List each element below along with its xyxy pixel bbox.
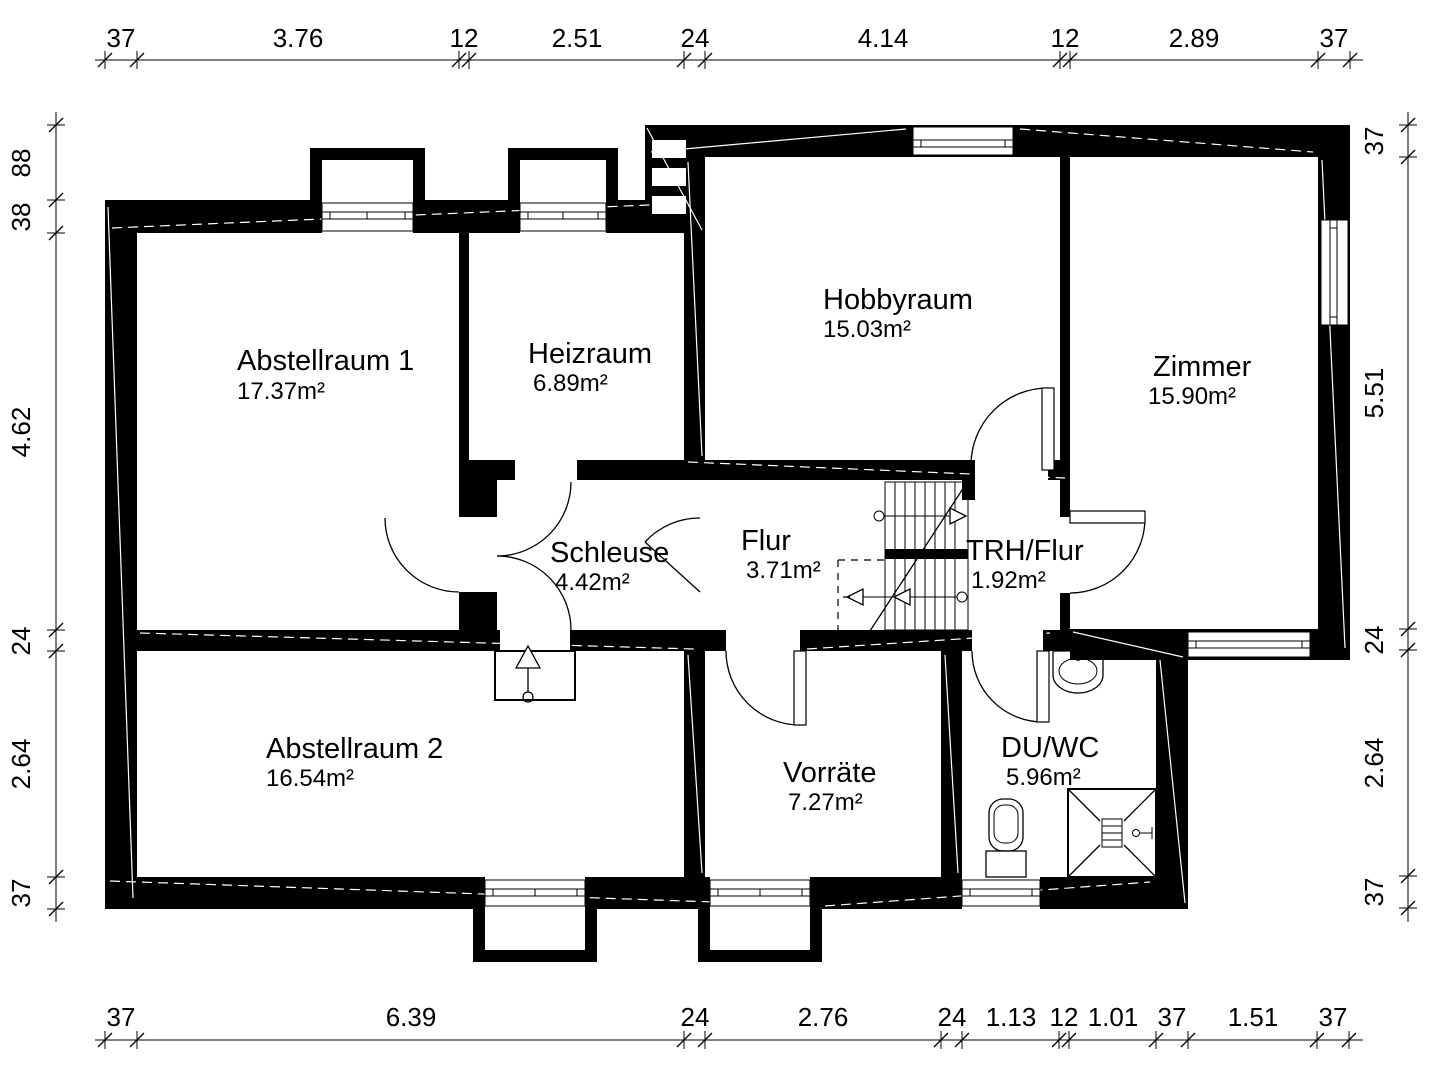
door-leaf-schleuse-flur [644,541,701,593]
room-label-schleuse: Schleuse [550,537,669,569]
dim-top-5: 4.14 [858,23,909,53]
dim-left-0: 88 [6,149,36,178]
dim-left-5: 37 [6,879,36,908]
opening-schleuse-flur [684,515,705,592]
door-arc-schleuse-upper [496,481,572,557]
dim-left-1: 38 [6,203,36,232]
dim-top-0: 37 [107,23,136,53]
door-leaf-duwc [1036,650,1050,723]
dim-left-4: 2.64 [6,739,36,790]
dim-bottom-10: 37 [1319,1002,1348,1032]
room-area-schleuse: 4.42m² [555,569,630,596]
room-area-abstellraum-1: 17.37m² [237,378,325,405]
dim-top-8: 37 [1320,23,1349,53]
entrance-arrow-marker [514,644,542,703]
room-area-vorraete: 7.27m² [788,789,863,816]
windows [321,126,1349,950]
door-arc-schleuse-flur [644,517,701,543]
dim-bottom-3: 2.76 [798,1002,849,1032]
dim-top-2: 12 [450,23,479,53]
dim-right-3: 2.64 [1359,738,1389,789]
door-arc-hobbyraum [970,387,1049,466]
window-duwc-south [961,877,1041,909]
dim-bottom-9: 1.51 [1228,1002,1279,1032]
door-leaf-vorraete [793,650,807,726]
interior-doors [384,387,1146,726]
dim-right-0: 37 [1359,127,1389,156]
dim-bottom-5: 1.13 [986,1002,1037,1032]
opening-vorraete-door [726,630,800,651]
room-label-abstellraum-2: Abstellraum 2 [266,733,443,765]
room-label-du-wc: DU/WC [1001,732,1099,764]
bathroom-fixtures [985,650,1157,878]
exterior-stair [652,140,686,214]
opening-schleuse-heizraum [515,460,577,480]
dimension-left: 88 38 4.62 24 2.64 37 [6,112,65,922]
dim-bottom-7: 1.01 [1088,1002,1139,1032]
toilet [985,798,1027,878]
dim-bottom-8: 37 [1158,1002,1187,1032]
room-area-heizraum: 6.89m² [533,370,608,397]
door-arc-vorraete [725,650,801,726]
opening-trh-zimmer [1060,517,1070,593]
door-arc-abstellraum1 [384,517,460,593]
dim-right-1: 5.51 [1359,368,1389,419]
dim-right-2: 24 [1359,626,1389,655]
room-label-abstellraum-1: Abstellraum 1 [237,345,414,377]
walls [105,125,1350,962]
room-area-hobbyraum: 15.03m² [823,316,911,343]
dim-bottom-1: 6.39 [386,1002,437,1032]
shower [1067,788,1157,878]
room-area-abstellraum-2: 16.54m² [266,765,354,792]
dimension-bottom: 37 6.39 24 2.76 24 1.13 12 1.01 37 1.51 … [95,1002,1363,1049]
dim-bottom-0: 37 [107,1002,136,1032]
room-labels: Abstellraum 1 17.37m² Heizraum 6.89m² Ho… [237,284,1252,816]
room-area-flur: 3.71m² [746,557,821,584]
door-leaf-zimmer [1069,510,1146,524]
room-label-hobbyraum: Hobbyraum [823,284,973,316]
dim-bottom-2: 24 [681,1002,710,1032]
dim-top-7: 2.89 [1169,23,1220,53]
room-area-du-wc: 5.96m² [1006,764,1081,791]
room-label-trh-flur: TRH/Flur [966,535,1084,567]
window-bay-top-2 [519,160,607,233]
dim-top-3: 2.51 [552,23,603,53]
room-label-heizraum: Heizraum [528,338,652,370]
dim-top-6: 12 [1051,23,1080,53]
dim-bottom-6: 12 [1050,1002,1079,1032]
dim-bottom-4: 24 [938,1002,967,1032]
door-arc-duwc [971,650,1044,723]
dim-top-1: 3.76 [273,23,324,53]
dim-right-4: 37 [1359,878,1389,907]
room-area-zimmer: 15.90m² [1148,383,1236,410]
window-hobbyraum-top [912,126,1014,156]
dim-top-4: 24 [681,23,710,53]
door-arc-schleuse-lower [496,555,572,631]
dim-left-3: 24 [6,627,36,656]
room-label-zimmer: Zimmer [1153,351,1252,383]
dimension-top: 37 3.76 12 2.51 24 4.14 12 2.89 37 [95,23,1363,69]
window-bay-top-1 [321,160,414,233]
door-arc-zimmer [1069,516,1146,594]
opening-entrance [500,630,570,651]
window-bay-bottom-2 [709,877,811,950]
room-label-flur: Flur [741,525,791,557]
sink [1052,650,1104,694]
window-zimmer-south [1187,631,1311,658]
opening-duwc-door [972,630,1043,651]
dim-left-2: 4.62 [6,407,36,458]
room-area-trh-flur: 1.92m² [971,567,1046,594]
window-zimmer-east [1320,219,1349,326]
door-leaf-hobbyraum [1041,387,1055,471]
opening-hobbyraum-door [975,460,1048,480]
staircase [837,481,969,635]
dimension-right: 37 5.51 24 2.64 37 [1359,112,1417,922]
room-label-vorraete: Vorräte [783,757,877,789]
window-bay-bottom-1 [484,877,586,950]
